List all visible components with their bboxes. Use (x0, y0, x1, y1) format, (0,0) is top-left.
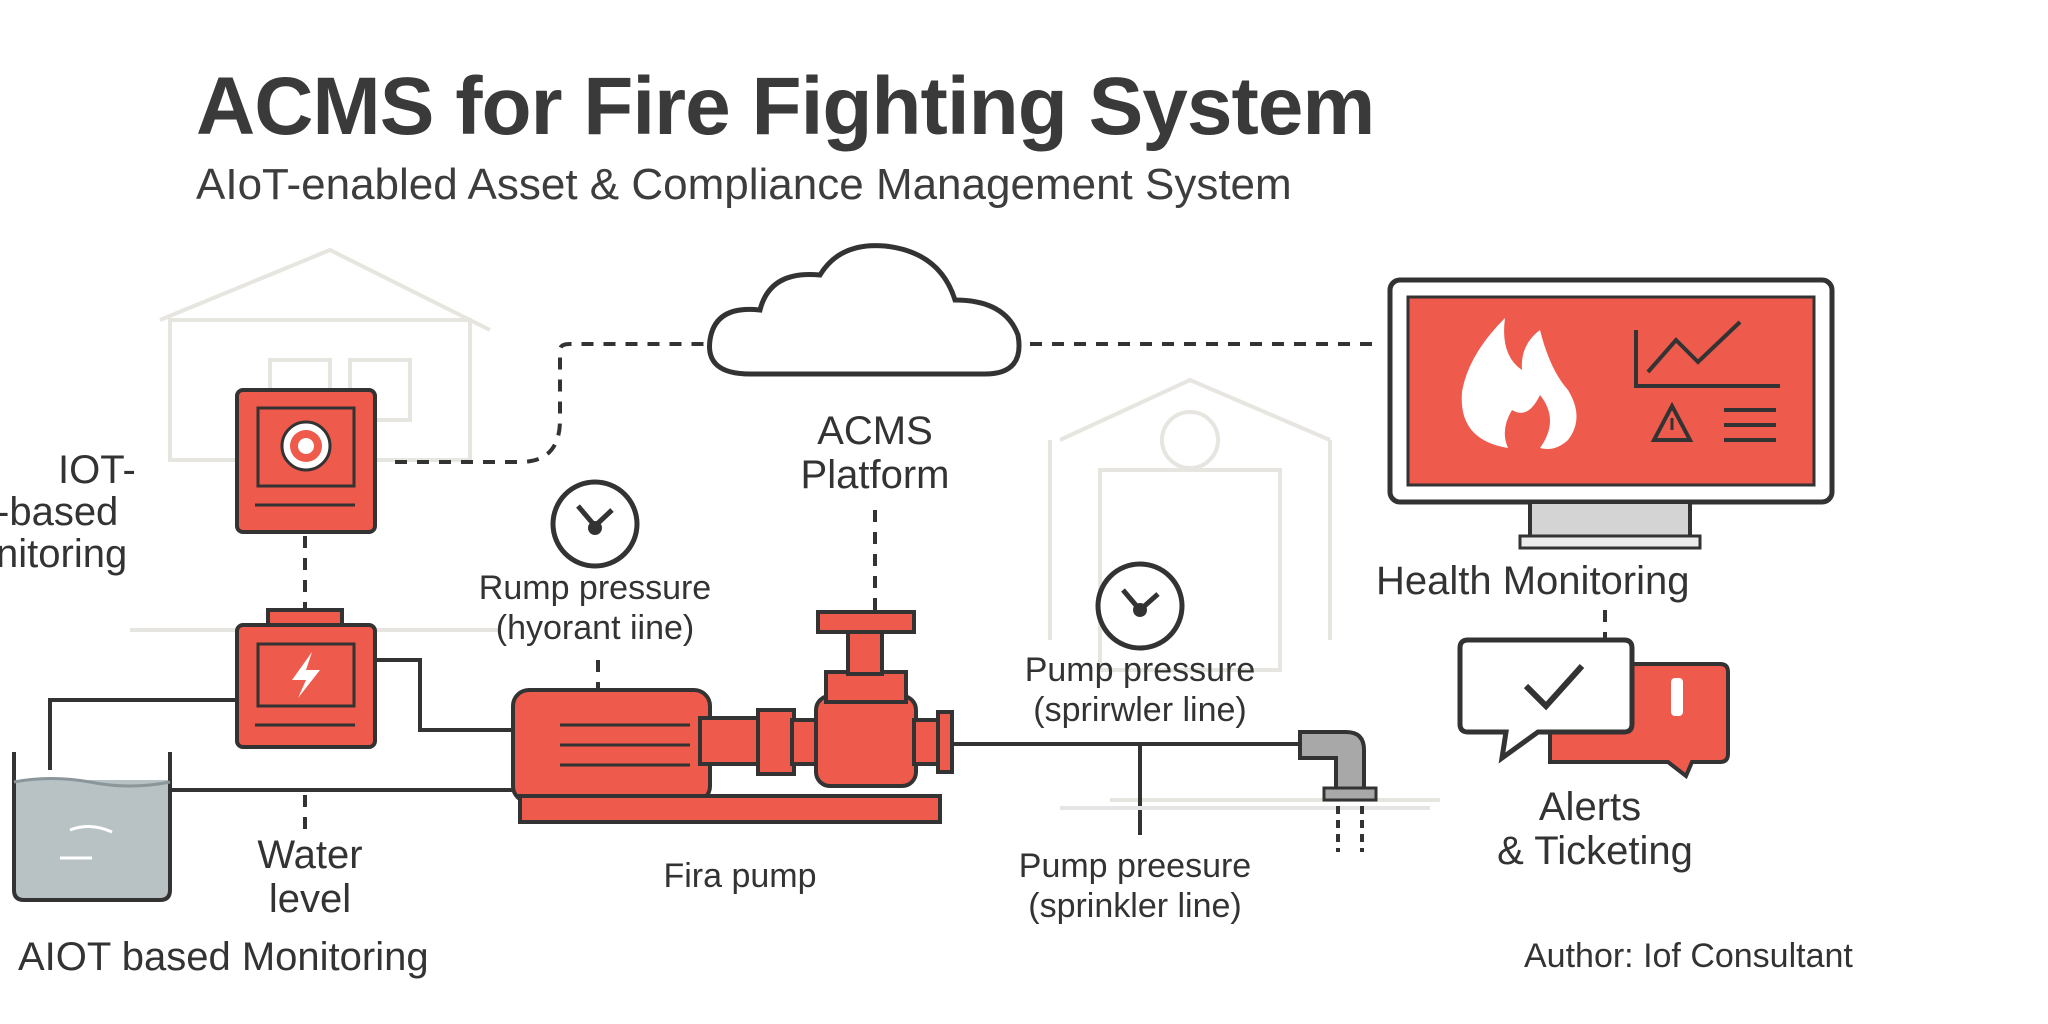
water-level-label-line2: level (268, 877, 352, 921)
platform-label-line2: Platform (800, 453, 950, 497)
iot-label-line3: nitoring (0, 532, 128, 576)
author-credit: Author: Iof Consultant (1524, 937, 1853, 975)
dashed-connections (303, 342, 1607, 830)
warning-icon (1650, 401, 1694, 442)
chat-check-icon (1457, 637, 1730, 780)
monitor-icon (1387, 277, 1835, 550)
page-title: ACMS for Fire Fighting System (196, 61, 1375, 152)
wiring (48, 658, 515, 792)
alerts-label-line1: Alerts (1538, 785, 1642, 829)
hydrant-pressure-label-line1: Rump pressure (478, 569, 712, 607)
fire-pump-label: Fira pump (663, 857, 817, 895)
trend-chart-icon (1634, 320, 1780, 388)
platform-label-line1: ACMS (817, 409, 933, 453)
sprinkler-pressure-top-label-line1: Pump pressure (1024, 651, 1256, 689)
gauge-icon (550, 479, 640, 569)
iot-label-line2: -based (0, 490, 119, 534)
aiot-monitoring-label: AIOT based Monitoring (18, 935, 429, 979)
gauge-icon (1095, 561, 1185, 651)
page-subtitle: AIoT-enabled Asset & Compliance Manageme… (196, 160, 1292, 209)
iot-label-line1: IOT- (58, 448, 136, 492)
alerts-label-line2: & Ticketing (1497, 829, 1693, 873)
sensor-icon (235, 388, 377, 534)
flame-icon (1461, 318, 1577, 449)
sprinkler-pressure-bottom-label-line2: (sprinkler line) (1028, 887, 1242, 925)
fire-pump-icon (511, 610, 954, 824)
cloud-icon (707, 243, 1022, 377)
water-level-label-line1: Water (257, 833, 363, 877)
menu-lines-icon (1724, 408, 1776, 442)
hydrant-pressure-label-line2: (hyorant iine) (495, 609, 695, 647)
control-panel-icon (235, 608, 377, 749)
sprinkler-pressure-top-label-line2: (sprirwler line) (1033, 691, 1247, 729)
water-tank-icon (12, 752, 172, 902)
pipe-icon (952, 730, 1430, 852)
house-icon (1048, 377, 1440, 802)
health-monitoring-label: Health Monitoring (1376, 559, 1690, 603)
sprinkler-pressure-bottom-label-line1: Pump preesure (1018, 847, 1252, 885)
